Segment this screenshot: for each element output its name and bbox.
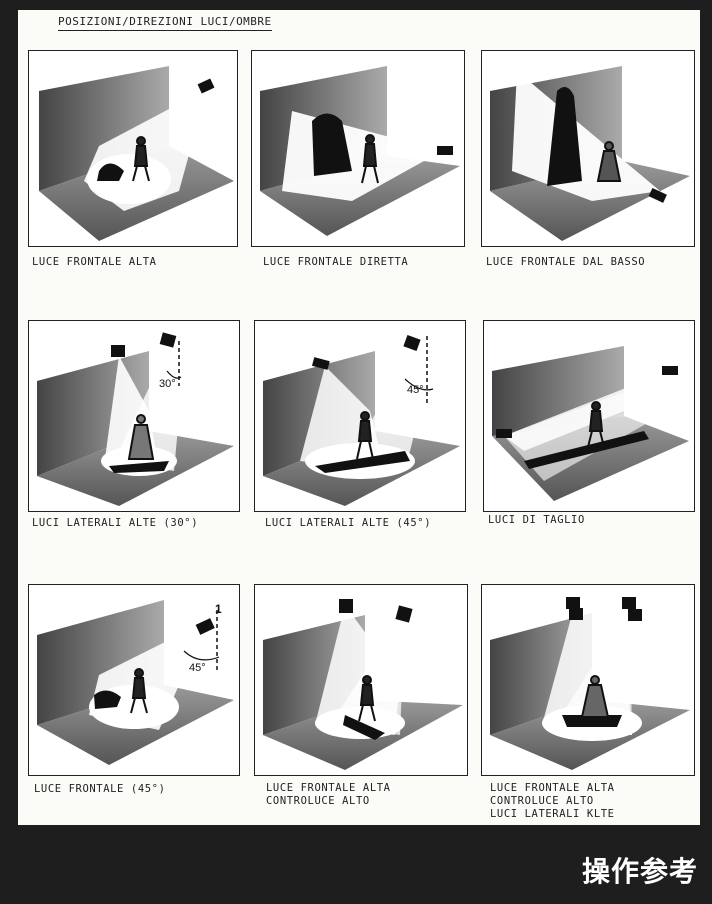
- lamp-icon: [159, 332, 177, 348]
- panel-laterali-45: 45°: [254, 320, 466, 512]
- back-wall: [39, 66, 169, 191]
- lighting-diagram: [492, 346, 689, 501]
- lighting-diagram: 45°: [263, 334, 460, 506]
- lamp-icon: [197, 78, 215, 94]
- caption: LUCE FRONTALE DAL BASSO: [486, 256, 646, 268]
- panel-frontale-diretta: [251, 50, 465, 247]
- lighting-diagram: [39, 66, 234, 241]
- shadow: [524, 431, 649, 469]
- panel-frontale-controluce: [254, 584, 468, 776]
- caption-line: LUCE FRONTALE ALTA: [490, 782, 615, 794]
- figure: [596, 141, 622, 182]
- lamp-icon: [437, 146, 453, 155]
- lamp-icon: [311, 357, 330, 370]
- lamp-icon: [111, 345, 125, 357]
- lamp-icon: [195, 618, 215, 635]
- caption: LUCE FRONTALE (45°): [34, 783, 166, 795]
- document-sheet: POSIZIONI/DIREZIONI LUCI/OMBRE LUCE FRON…: [18, 10, 700, 825]
- caption-line: CONTROLUCE ALTO: [490, 795, 594, 807]
- lamp-icon: [662, 366, 678, 375]
- lamp-icon: [496, 429, 512, 438]
- shadow: [97, 163, 124, 181]
- shadow: [547, 87, 582, 186]
- lighting-diagram: 1 45°: [37, 600, 234, 765]
- caption: LUCI LATERALI ALTE (30°): [32, 517, 199, 529]
- lamp-icon: [566, 597, 580, 609]
- figure: [130, 668, 148, 714]
- panel-frontale-dal-basso: [481, 50, 695, 247]
- lighting-diagram: [490, 597, 690, 770]
- angle-arc: [404, 378, 434, 391]
- light-beam-back: [552, 607, 632, 735]
- light-beam-right: [114, 346, 179, 471]
- figure: [127, 414, 155, 460]
- lighting-diagram: [263, 599, 463, 770]
- caption: LUCI LATERALI ALTE (45°): [265, 517, 432, 529]
- caption-line: LUCE FRONTALE ALTA: [266, 782, 391, 794]
- figure: [580, 675, 610, 718]
- footer-watermark: 操作参考: [581, 855, 698, 888]
- angle-arc: [183, 650, 220, 661]
- figure: [132, 136, 150, 182]
- figure: [361, 134, 379, 184]
- light-beam-front: [330, 610, 405, 735]
- light-beam-left: [504, 376, 669, 481]
- panel-frontale-alta: [28, 50, 238, 247]
- caption-line: CONTROLUCE ALTO: [266, 795, 370, 807]
- lamp-icon: [648, 187, 667, 203]
- page-title: POSIZIONI/DIREZIONI LUCI/OMBRE: [58, 15, 272, 31]
- lamp-icon: [622, 597, 636, 609]
- lamp-icon: [628, 609, 642, 621]
- figure: [358, 675, 376, 722]
- shadow: [109, 461, 169, 473]
- shadow: [315, 451, 410, 473]
- shadow: [343, 715, 385, 740]
- panel-frontale-controluce-laterali: [481, 584, 695, 776]
- figure: [356, 411, 374, 460]
- lamp-icon: [403, 334, 421, 352]
- shadow: [94, 690, 121, 709]
- panel-frontale-45: 1 45°: [28, 584, 240, 776]
- lamp-icon: [569, 608, 583, 620]
- angle-label: 30°: [159, 378, 176, 390]
- lamp-icon: [339, 599, 353, 613]
- angle-arc: [166, 370, 182, 379]
- lighting-diagram: 30°: [37, 332, 234, 506]
- lighting-diagram: [260, 66, 460, 236]
- lamp-icon: [395, 605, 413, 623]
- panel-di-taglio: [483, 320, 695, 512]
- marker-label: 1: [215, 602, 222, 616]
- lighting-diagram: [490, 66, 690, 241]
- caption: LUCI DI TAGLIO: [488, 514, 585, 526]
- panel-laterali-30: 30°: [28, 320, 240, 512]
- caption-line: LUCI LATERALI KLTE: [490, 808, 615, 820]
- angle-label: 45°: [189, 662, 206, 674]
- angle-label: 45°: [407, 384, 424, 396]
- shadow: [312, 113, 352, 176]
- figure: [587, 401, 605, 448]
- caption: LUCE FRONTALE DIRETTA: [263, 256, 409, 268]
- caption: LUCE FRONTALE ALTA: [32, 256, 157, 268]
